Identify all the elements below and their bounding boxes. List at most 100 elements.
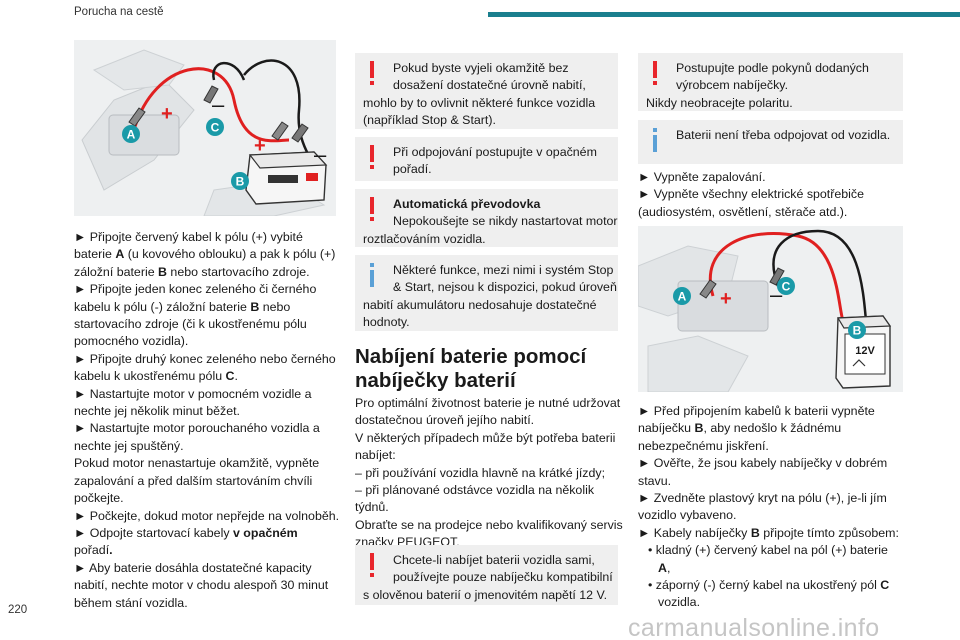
label-b-2: B: [853, 324, 862, 338]
backup-battery-shape: [245, 151, 328, 205]
text-line: zapalování a před dalším startováním chv…: [74, 473, 313, 488]
header-accent-bar: [488, 12, 960, 17]
info-text: Některé funkce, mezi nimi i systém Stop: [393, 263, 614, 277]
plus-symbol-2: +: [254, 135, 266, 157]
body-line: – při plánované odstávce vozidla na něko…: [355, 483, 595, 498]
text-line: ► Zvedněte plastový kryt na pólu (+), je…: [638, 491, 887, 506]
text-line: ► Před připojením kabelů k baterii vypně…: [638, 404, 875, 418]
jump-start-illustration: + – + – A C B: [74, 40, 336, 216]
label-b: B: [236, 175, 245, 189]
label-a-2: A: [678, 290, 687, 304]
info-box-1: Některé funkce, mezi nimi i systém Stop …: [355, 255, 618, 331]
body-line: dostatečnou úroveň jejího nabití.: [355, 413, 535, 428]
label-c-2: C: [782, 280, 791, 294]
text-line: ► Připojte červený kabel k pólu (+) vybi…: [74, 230, 303, 244]
warning-text: Při odpojování postupujte v opačném: [393, 145, 597, 159]
step-line: ► Vypněte zapalování.: [638, 170, 766, 184]
info-icon: [365, 263, 379, 287]
info-box-2: Baterii není třeba odpojovat od vozidla.: [638, 120, 903, 164]
text-line: vozidlo vybaveno.: [638, 508, 737, 523]
text-line: ► Nastartujte motor v pomocném vozidle a: [74, 386, 312, 401]
text-line: záložní baterie B nebo startovacího zdro…: [74, 264, 310, 279]
text-line: pořadí.: [74, 543, 113, 558]
text-line: kabelu k pólu (-) záložní baterie B nebo: [74, 299, 291, 314]
body-line: týdnů.: [355, 500, 389, 515]
warning-icon: [648, 61, 662, 85]
section-title-line: nabíječky baterií: [355, 369, 516, 392]
text-line: ► Ověřte, že jsou kabely nabíječky v dob…: [638, 456, 888, 471]
warning-icon: [365, 553, 379, 577]
warning-icon: [365, 61, 379, 85]
warning-text: používejte pouze nabíječku kompatibilní: [393, 570, 613, 585]
warning-icon: [365, 197, 379, 221]
label-c: C: [211, 121, 220, 135]
warning-text: s olověnou baterií o jmenovitém napětí 1…: [363, 587, 608, 602]
text-line: během stání vozidla.: [74, 595, 188, 610]
text-line: nabití, nechte motor v chodu alespoň 30 …: [74, 578, 329, 593]
preparation-steps: ► Vypněte zapalování. ► Vypněte všechny …: [638, 169, 903, 221]
warning-box-2: Při odpojování postupujte v opačném pořa…: [355, 137, 618, 181]
body-line: Pro optimální životnost baterie je nutné…: [355, 396, 621, 410]
header-title: Porucha na cestě: [74, 6, 164, 18]
section-title-line: Nabíjení baterie pomocí: [355, 345, 587, 368]
plus-symbol: +: [161, 103, 173, 125]
warning-text: roztlačováním vozidla.: [363, 231, 486, 246]
text-line: nabíječku B, aby nedošlo k žádnému: [638, 421, 842, 436]
text-line: baterie A (u kovového oblouku) a pak k p…: [74, 247, 336, 262]
warning-text: Nikdy neobracejte polaritu.: [646, 95, 793, 110]
minus-symbol-2: –: [314, 142, 327, 167]
plus-symbol-3: +: [720, 288, 732, 310]
text-line: nechte jej spuštěný.: [74, 438, 184, 453]
text-line: stavu.: [638, 473, 672, 488]
text-line: ► Připojte druhý konec zeleného nebo čer…: [74, 351, 336, 366]
warning-text: Chcete-li nabíjet baterii vozidla sami,: [393, 553, 595, 567]
text-line: pomocného vozidla).: [74, 334, 189, 349]
warning-text: Postupujte podle pokynů dodaných: [676, 61, 869, 75]
warning-box-5: Postupujte podle pokynů dodaných výrobce…: [638, 53, 903, 111]
info-text: nabití akumulátoru nedosahuje dostatečné: [363, 297, 597, 312]
minus-symbol: –: [212, 92, 225, 117]
text-line: ► Připojte jeden konec zeleného či černé…: [74, 282, 317, 297]
section-title: Nabíjení baterie pomocí nabíječky bateri…: [355, 345, 618, 393]
page-number: 220: [8, 604, 28, 616]
warning-text: Pokud byste vyjeli okamžitě bez: [393, 61, 569, 75]
text-line: Pokud motor nenastartuje okamžitě, vypně…: [74, 456, 320, 471]
step-line: ► Vypněte všechny elektrické spotřebiče: [638, 187, 864, 202]
warning-text: výrobcem nabíječky.: [676, 78, 789, 93]
warning-text: mohlo by to ovlivnit některé funkce vozi…: [363, 95, 596, 110]
charging-steps: ► Před připojením kabelů k baterii vypně…: [638, 403, 903, 612]
text-line: ► Kabely nabíječky B připojte tímto způs…: [638, 525, 899, 540]
text-line: ► Odpojte startovací kabely v opačném: [74, 525, 298, 540]
body-line: – při používání vozidla hlavně na krátké…: [355, 465, 606, 480]
info-text: Baterii není třeba odpojovat od vozidla.: [676, 128, 891, 142]
body-line: V některých případech může být potřeba b…: [355, 430, 616, 445]
text-line: počkejte.: [74, 491, 124, 506]
warning-text: (například Stop & Start).: [363, 113, 496, 128]
watermark: carmanualsonline.info: [628, 614, 880, 640]
warning-title: Automatická převodovka: [393, 197, 541, 211]
charger-illustration: 12V + – A C B: [638, 226, 903, 392]
warning-icon: [365, 145, 379, 169]
jump-start-diagram: + – + – A C B: [74, 40, 336, 216]
text-line: • kladný (+) červený kabel na pól (+) ba…: [648, 543, 888, 558]
warning-box-1: Pokud byste vyjeli okamžitě bez dosažení…: [355, 53, 618, 129]
charging-body-text: Pro optimální životnost baterie je nutné…: [355, 395, 623, 552]
text-line: ► Aby baterie dosáhla dostatečné kapacit…: [74, 560, 312, 575]
text-line: ► Nastartujte motor porouchaného vozidla…: [74, 421, 320, 436]
text-line: ► Počkejte, dokud motor nepřejde na voln…: [74, 508, 340, 523]
text-line: startovacího zdroje (či k ukostřenému pó…: [74, 317, 307, 332]
info-icon: [648, 128, 662, 152]
text-line: A,: [658, 560, 671, 575]
warning-box-4: Chcete-li nabíjet baterii vozidla sami, …: [355, 545, 618, 605]
charger-diagram: 12V + – A C B: [638, 226, 903, 392]
text-line: nebezpečnému jiskření.: [638, 438, 769, 453]
text-line: nechte jej několik minut běžet.: [74, 404, 240, 419]
warning-box-3: Automatická převodovka Nepokoušejte se n…: [355, 189, 618, 247]
body-line: Obraťte se na prodejce nebo kvalifikovan…: [355, 517, 623, 532]
text-line: kabelu k ukostřenému pólu C.: [74, 369, 238, 384]
warning-text: dosažení dostatečné úrovně nabití,: [393, 78, 586, 93]
charger-voltage-label: 12V: [855, 345, 875, 357]
col1-instructions: ► Připojte červený kabel k pólu (+) vybi…: [74, 229, 340, 612]
label-a: A: [127, 128, 136, 142]
body-line: nabíjet:: [355, 448, 396, 463]
